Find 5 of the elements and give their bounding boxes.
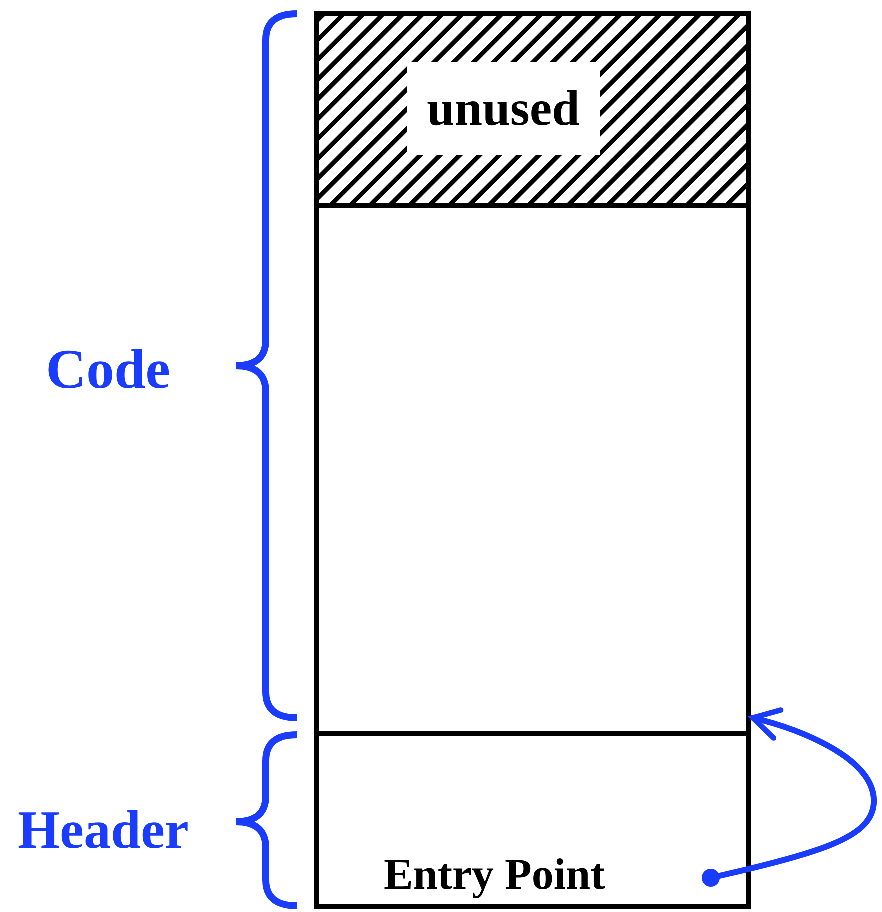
- region-label: unused: [407, 62, 600, 155]
- region-label: Header: [18, 799, 189, 862]
- arrow: [702, 708, 878, 887]
- entry-point-label: Entry Point: [384, 849, 606, 901]
- region-label: Code: [46, 338, 170, 403]
